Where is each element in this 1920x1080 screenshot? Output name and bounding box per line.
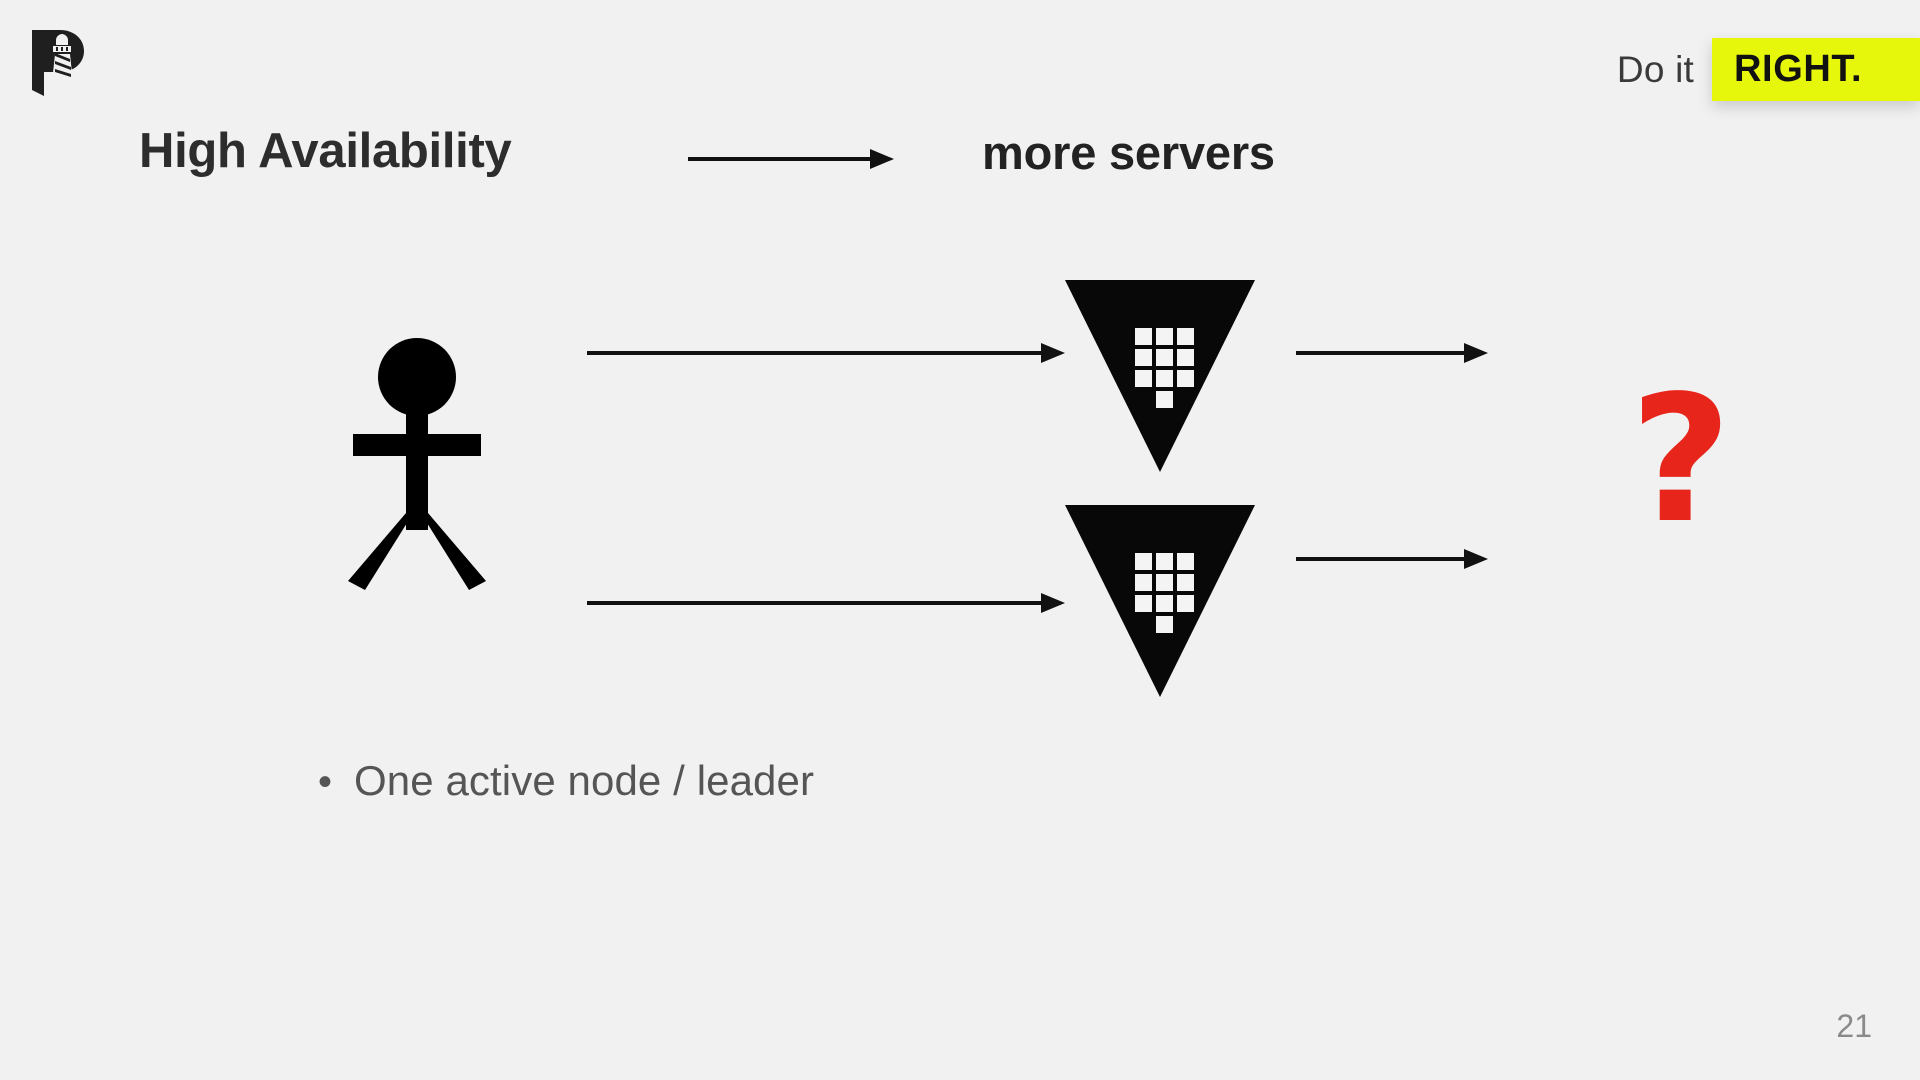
header-tagline: Do it RIGHT. bbox=[1617, 36, 1920, 102]
arrow-node-2-to-result-icon bbox=[1296, 546, 1488, 572]
bullet-marker-icon: • bbox=[318, 760, 333, 804]
arrow-client-to-node-2-icon bbox=[587, 590, 1065, 616]
title-right-arrow-icon bbox=[688, 146, 894, 172]
page-number: 21 bbox=[1836, 1008, 1872, 1044]
slide-subtitle: more servers bbox=[982, 126, 1275, 179]
bullet-list-item: • One active node / leader bbox=[318, 757, 815, 804]
bullet-text: One active node / leader bbox=[354, 757, 815, 804]
tagline-lead-text: Do it bbox=[1616, 48, 1694, 90]
arrow-client-to-node-1-icon bbox=[587, 340, 1065, 366]
server-triangle-icon bbox=[1065, 280, 1255, 472]
tagline-badge: RIGHT. bbox=[1712, 37, 1920, 101]
slide-title: High Availability bbox=[139, 124, 512, 178]
server-triangle-icon bbox=[1065, 505, 1255, 697]
arrow-node-1-to-result-icon bbox=[1296, 340, 1488, 366]
question-mark-icon: ? bbox=[1630, 359, 1732, 562]
lighthouse-p-logo bbox=[30, 28, 86, 98]
stick-figure-icon bbox=[345, 335, 505, 600]
